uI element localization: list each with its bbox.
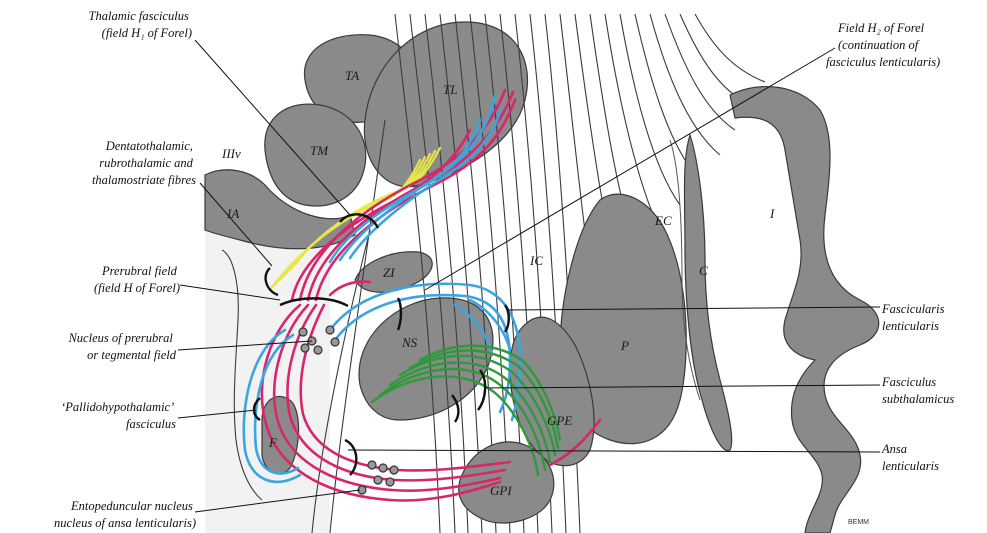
label-c: C — [699, 263, 708, 278]
plate-light-region — [205, 217, 330, 533]
left-labels: Thalamic fasciculus (field H₁ of Forel) … — [54, 9, 196, 530]
label-ns: NS — [401, 335, 418, 350]
label-i: I — [769, 206, 775, 221]
label-iiiv: IIIv — [221, 146, 241, 161]
label-ec: EC — [654, 213, 672, 228]
label-dentatothalamic: Dentatothalamic, rubrothalamic and thala… — [92, 139, 196, 187]
label-fasciculus-subthalamicus: Fasciculus subthalamicus — [881, 375, 954, 406]
label-fascicularis-lenticularis: Fascicularis lenticularis — [881, 302, 948, 333]
label-thalamic-fasciculus: Thalamic fasciculus (field H₁ of Forel) — [89, 9, 192, 40]
label-nucleus-prerubral: Nucleus of prerubral or tegmental field — [67, 331, 176, 362]
artist-signature: BEMM — [848, 519, 869, 526]
label-field-h2: Field H₂ of Forel (continuation of fasci… — [826, 21, 940, 69]
label-ansa-lenticularis: Ansa lenticularis — [881, 442, 939, 473]
label-entopeduncular: Entopeduncular nucleus nucleus of ansa l… — [54, 499, 196, 530]
label-pallidohypothalamic: ‘Pallidohypothalamic’ fasciculus — [61, 400, 176, 431]
label-tl: TL — [443, 82, 457, 97]
label-ic: IC — [529, 253, 543, 268]
fornix — [262, 396, 299, 473]
label-gpi: GPI — [490, 483, 512, 498]
label-tm: TM — [310, 143, 329, 158]
label-ia: IA — [226, 206, 239, 221]
label-zi: ZI — [383, 265, 395, 280]
label-ta: TA — [345, 68, 359, 83]
label-prerubral-field: Prerubral field (field H of Forel) — [94, 264, 180, 295]
label-gpe: GPE — [547, 413, 572, 428]
label-f: F — [268, 435, 278, 450]
label-p: P — [620, 338, 629, 353]
